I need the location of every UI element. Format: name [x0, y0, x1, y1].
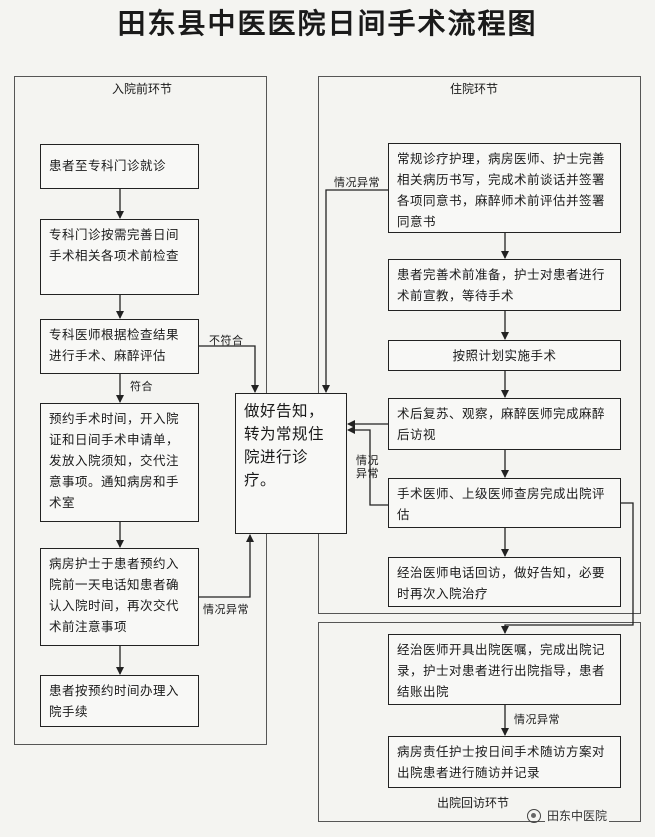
label-abnormal-top: 情况异常	[334, 176, 380, 189]
section-pre-admission-label: 入院前环节	[110, 82, 175, 96]
inpatient-step6-text: 经治医师电话回访，做好告知，必要时再次入院治疗	[397, 565, 606, 601]
discharge-step2-box: 病房责任护士按日间手术随访方案对出院患者进行随访并记录	[388, 736, 621, 788]
inpatient-step4-text: 术后复苏、观察，麻醉医师完成麻醉后访视	[397, 406, 606, 442]
arrow-in5-discharge	[501, 502, 634, 634]
page-title: 田东县中医医院日间手术流程图	[117, 7, 538, 40]
pre-step1-text: 患者至专科门诊就诊	[49, 158, 167, 173]
pre-step3-text: 专科医师根据检查结果进行手术、麻醉评估	[49, 327, 180, 363]
section-discharge-follow-label: 出院回访环节	[435, 796, 512, 810]
section-in-hospital-label: 住院环节	[448, 82, 501, 96]
inpatient-step5-text: 手术医师、上级医师查房完成出院评估	[397, 486, 606, 522]
inpatient-step2-text: 患者完善术前准备，护士对患者进行术前宣教，等待手术	[397, 267, 606, 303]
watermark: 田东中医院	[545, 808, 610, 824]
inpatient-step3-text: 按照计划实施手术	[452, 348, 557, 363]
inpatient-step1-text: 常规诊疗护理，病房医师、护士完善相关病历书写，完成术前谈话并签署各项同意书，麻醉…	[397, 151, 606, 229]
label-met: 符合	[130, 380, 153, 393]
pre-step4-box: 预约手术时间，开入院证和日间手术申请单，发放入院须知，交代注意事项。通知病房和手…	[40, 403, 199, 522]
pre-step6-box: 患者按预约时间办理入院手续	[40, 675, 199, 727]
label-abnormal-mid: 情况异常	[356, 454, 379, 480]
pre-step5-text: 病房护士于患者预约入院前一天电话知患者确认入院时间，再次交代术前注意事项	[49, 556, 180, 634]
pre-step3-box: 专科医师根据检查结果进行手术、麻醉评估	[40, 319, 199, 374]
inpatient-step5-box: 手术医师、上级医师查房完成出院评估	[388, 478, 621, 528]
arrow-abnormal-top	[322, 189, 388, 393]
section-in-hospital	[318, 76, 641, 614]
inpatient-step4-box: 术后复苏、观察，麻醉医师完成麻醉后访视	[388, 398, 621, 450]
arrow-abnormal-left	[199, 534, 254, 598]
arrow-not-met	[199, 345, 259, 393]
label-not-met: 不符合	[209, 334, 244, 347]
pre-step5-box: 病房护士于患者预约入院前一天电话知患者确认入院时间，再次交代术前注意事项	[40, 548, 199, 646]
center-box: 做好告知，转为常规住院进行诊疗。	[235, 393, 347, 534]
inpatient-step3-box: 按照计划实施手术	[388, 340, 621, 371]
pre-step6-text: 患者按预约时间办理入院手续	[49, 683, 180, 719]
label-abnormal-left: 情况异常	[203, 603, 249, 616]
discharge-step2-text: 病房责任护士按日间手术随访方案对出院患者进行随访并记录	[397, 744, 606, 780]
inpatient-step6-box: 经治医师电话回访，做好告知，必要时再次入院治疗	[388, 557, 621, 607]
center-box-text: 做好告知，转为常规住院进行诊疗。	[244, 402, 325, 489]
section-discharge-follow	[318, 622, 641, 822]
pre-step1-box: 患者至专科门诊就诊	[40, 144, 199, 189]
pre-step4-text: 预约手术时间，开入院证和日间手术申请单，发放入院须知，交代注意事项。通知病房和手…	[49, 411, 180, 510]
arrow-abnormal-mid	[347, 426, 388, 506]
label-abnormal-discharge: 情况异常	[514, 713, 560, 726]
inpatient-step1-box: 常规诊疗护理，病房医师、护士完善相关病历书写，完成术前谈话并签署各项同意书，麻醉…	[388, 143, 621, 233]
pre-step2-box: 专科门诊按需完善日间手术相关各项术前检查	[40, 219, 199, 295]
pre-step2-text: 专科门诊按需完善日间手术相关各项术前检查	[49, 227, 180, 263]
wechat-icon	[527, 809, 541, 823]
discharge-step1-box: 经治医师开具出院医嘱，完成出院记录，护士对患者进行出院指导，患者结账出院	[388, 634, 621, 705]
inpatient-step2-box: 患者完善术前准备，护士对患者进行术前宣教，等待手术	[388, 259, 621, 311]
discharge-step1-text: 经治医师开具出院医嘱，完成出院记录，护士对患者进行出院指导，患者结账出院	[397, 642, 606, 699]
